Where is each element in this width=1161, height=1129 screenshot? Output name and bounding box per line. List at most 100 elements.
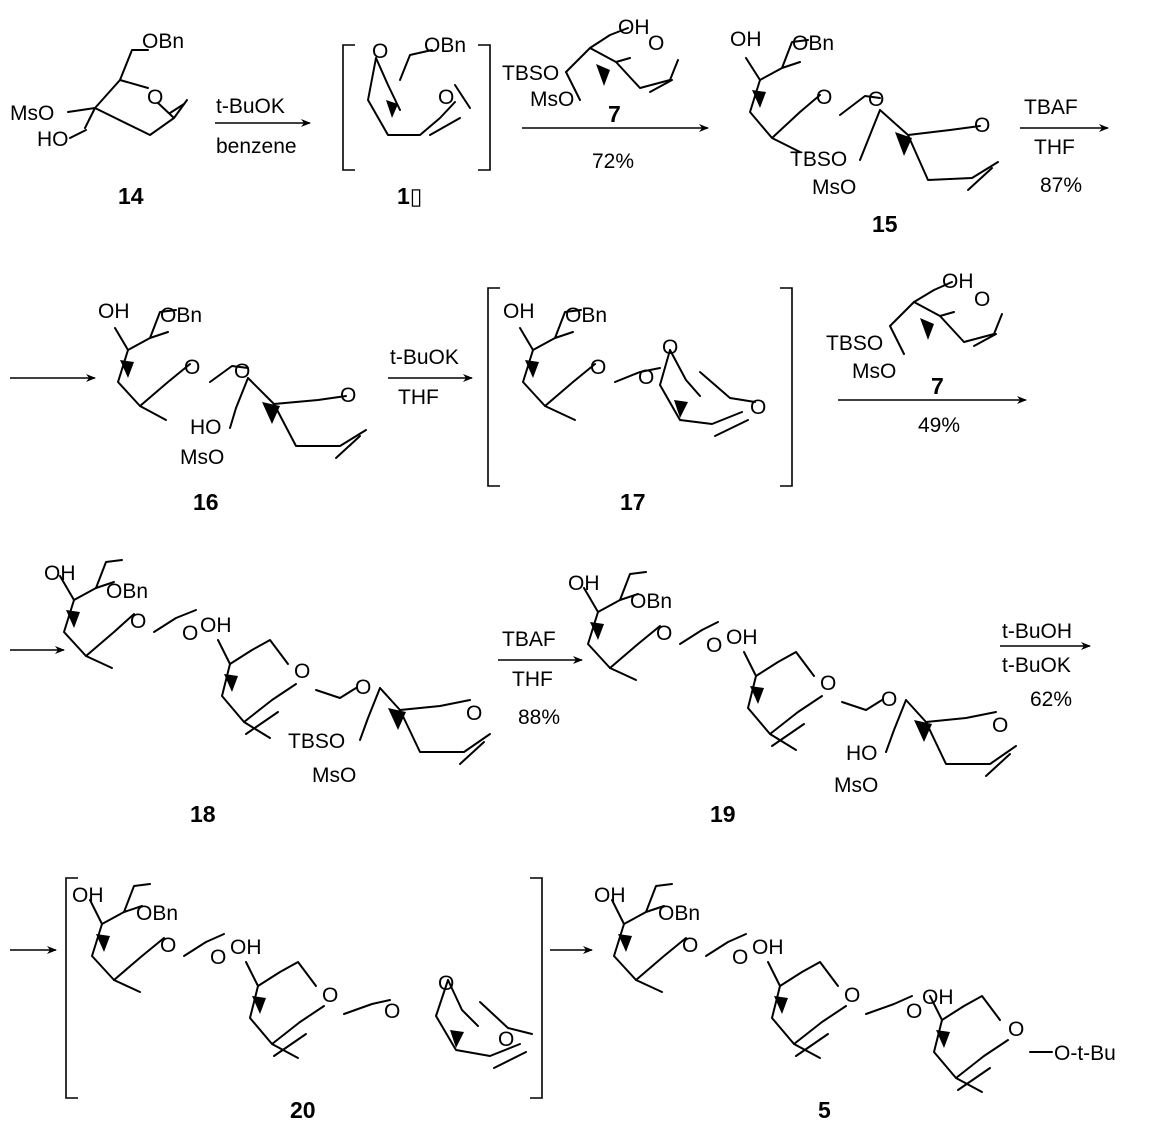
oh-label: OH — [98, 300, 130, 323]
compound-1-intermediate-structure: O OBn O — [342, 34, 491, 171]
ring-oxygen-label: O — [682, 934, 698, 957]
oh-label: OH — [200, 614, 232, 637]
ring-oxygen-label: O — [184, 356, 200, 379]
obn-label: OBn — [160, 304, 202, 327]
solvent-thf: THF — [398, 386, 439, 409]
epoxide-oxygen-label: O — [438, 972, 454, 995]
oh-label: OH — [503, 300, 535, 323]
compound-16-structure: OH OBn O O O HO MsO — [98, 300, 367, 469]
glycosidic-oxygen-label: O — [355, 676, 371, 699]
reagent-label-7: 7 — [931, 373, 944, 399]
ring-oxygen-label: O — [844, 984, 860, 1007]
ring-oxygen-label: O — [648, 32, 664, 55]
oh-label: OH — [44, 562, 76, 585]
mso-label: MsO — [812, 176, 856, 199]
ho-label: HO — [190, 416, 222, 439]
glycosidic-oxygen-label: O — [881, 688, 897, 711]
oh-label: OH — [72, 884, 104, 907]
yield-88: 88% — [518, 706, 560, 729]
ring-oxygen-label: O — [750, 396, 766, 419]
ring-oxygen-label: O — [656, 622, 672, 645]
yield-72: 72% — [592, 150, 634, 173]
ring-oxygen-label: O — [294, 660, 310, 683]
glycosidic-oxygen-label: O — [234, 360, 250, 383]
compound-20-structure: OH OBn O O OH O O O O — [65, 877, 543, 1099]
ring-oxygen-label: O — [498, 1028, 514, 1051]
solvent-thf: THF — [1034, 136, 1075, 159]
obn-label: OBn — [630, 590, 672, 613]
compound-19-structure: OH OBn O O OH O O O HO MsO — [568, 571, 1017, 797]
ho-label: HO — [37, 128, 69, 151]
compound-label-14: 14 — [118, 183, 144, 209]
reagent-tbaf: TBAF — [502, 628, 556, 651]
yield-87: 87% — [1040, 174, 1082, 197]
obn-label: OBn — [106, 580, 148, 603]
compound-label-16: 16 — [193, 489, 219, 515]
compound-label-17: 17 — [620, 489, 646, 515]
oh-label: OH — [726, 626, 758, 649]
reagent-tbuok: t-BuOK — [1002, 654, 1071, 677]
oh-label: OH — [618, 16, 650, 39]
oh-label: OH — [230, 936, 262, 959]
solvent-thf: THF — [512, 668, 553, 691]
ring-oxygen-label: O — [130, 610, 146, 633]
oh-label: OH — [922, 986, 954, 1009]
oh-label: OH — [730, 28, 762, 51]
ring-oxygen-label: O — [147, 86, 163, 109]
glycosidic-oxygen-label: O — [638, 366, 654, 389]
compound-5-structure: OH OBn O O OH O O OH O O-t-Bu — [594, 883, 1116, 1093]
epoxide-oxygen-label: O — [662, 336, 678, 359]
compound-label-15: 15 — [872, 211, 898, 237]
ring-oxygen-label: O — [974, 114, 990, 137]
solvent-benzene: benzene — [216, 135, 297, 158]
ring-oxygen-label: O — [438, 86, 454, 109]
glycosidic-oxygen-label: O — [706, 634, 722, 657]
compound-14-structure: OBn O MsO HO — [10, 30, 188, 151]
compound-label-20: 20 — [290, 1097, 316, 1123]
compound-label-5: 5 — [818, 1097, 831, 1123]
oh-label: OH — [594, 884, 626, 907]
tbso-label: TBSO — [826, 332, 883, 355]
oh-label: OH — [568, 572, 600, 595]
oh-label: OH — [942, 270, 974, 293]
ring-oxygen-label: O — [322, 984, 338, 1007]
obn-label: OBn — [424, 34, 466, 57]
compound-15-structure: OH OBn O O O TBSO MsO — [730, 28, 999, 199]
reagent-label-7: 7 — [608, 101, 621, 127]
compound-7-structure: OH O TBSO MsO — [502, 16, 679, 111]
tbso-label: TBSO — [502, 62, 559, 85]
yield-62: 62% — [1030, 688, 1072, 711]
glycosidic-oxygen-label: O — [906, 1000, 922, 1023]
obn-label: OBn — [136, 902, 178, 925]
ring-oxygen-label: O — [974, 288, 990, 311]
ring-oxygen-label: O — [160, 934, 176, 957]
ho-label: HO — [846, 742, 878, 765]
epoxide-oxygen-label: O — [372, 40, 388, 63]
compound-label-18: 18 — [190, 801, 216, 827]
mso-label: MsO — [312, 764, 356, 787]
ring-oxygen-label: O — [340, 384, 356, 407]
ring-oxygen-label: O — [816, 86, 832, 109]
compound-label-1: 1▯ — [397, 183, 422, 209]
reagent-tbuoh: t-BuOH — [1002, 620, 1072, 643]
reagent-tbaf: TBAF — [1024, 96, 1078, 119]
compound-17-structure: OH OBn O O O O — [487, 287, 793, 487]
obn-label: OBn — [142, 30, 184, 53]
mso-label: MsO — [852, 360, 896, 383]
tbso-label: TBSO — [288, 730, 345, 753]
yield-49: 49% — [918, 414, 960, 437]
obn-label: OBn — [658, 902, 700, 925]
ring-oxygen-label: O — [590, 356, 606, 379]
reagent-tbuok: t-BuOK — [390, 346, 459, 369]
o-tbu-label: O-t-Bu — [1054, 1042, 1116, 1065]
obn-label: OBn — [792, 32, 834, 55]
ring-oxygen-label: O — [820, 672, 836, 695]
mso-label: MsO — [10, 102, 54, 125]
compound-7-structure: OH O TBSO MsO — [826, 270, 1003, 383]
obn-label: OBn — [565, 304, 607, 327]
ring-oxygen-label: O — [1008, 1018, 1024, 1041]
mso-label: MsO — [180, 446, 224, 469]
reagent-tbuok: t-BuOK — [216, 95, 285, 118]
glycosidic-oxygen-label: O — [384, 1000, 400, 1023]
